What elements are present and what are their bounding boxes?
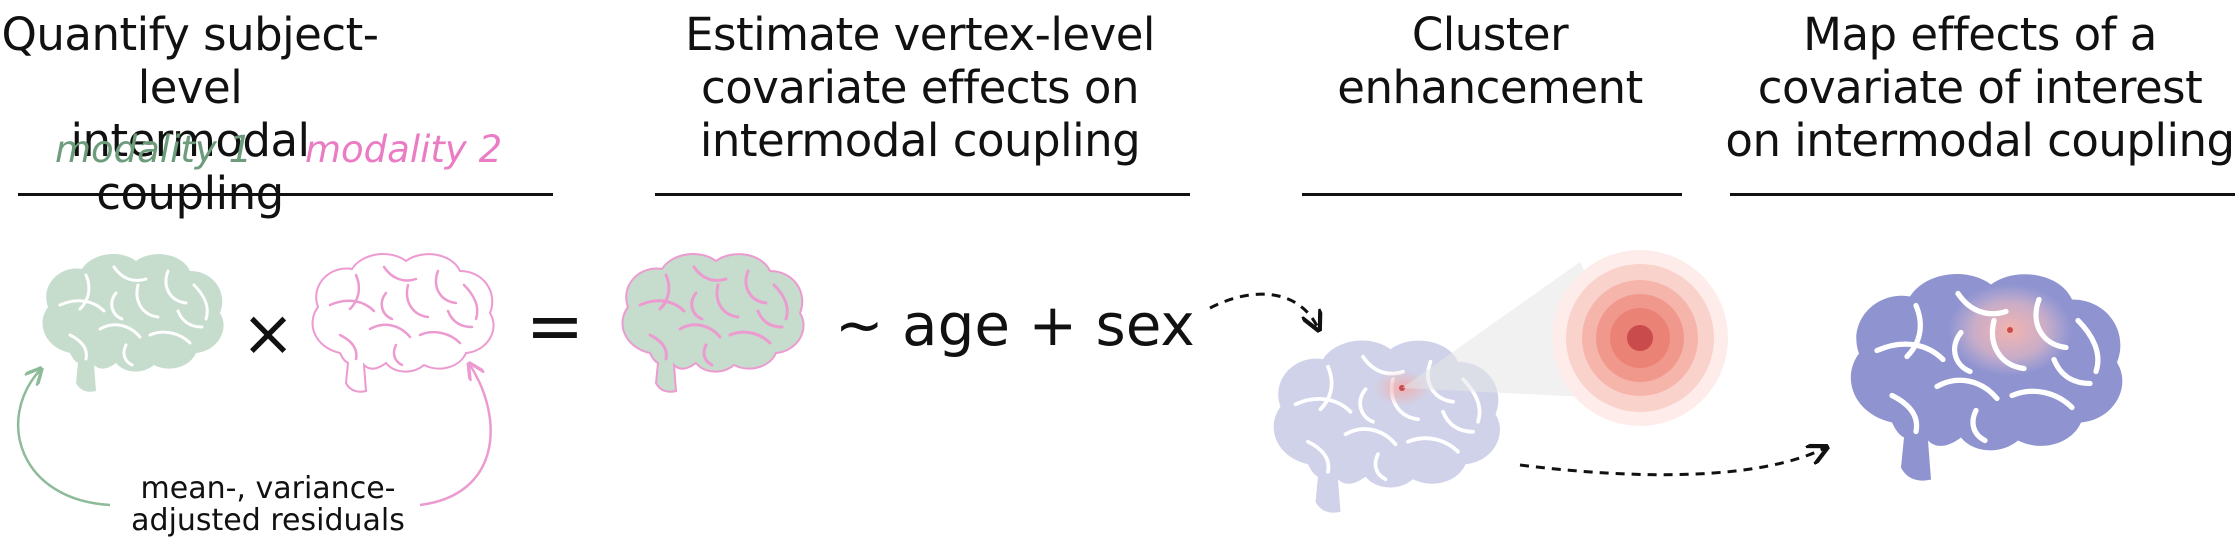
heading-line: intermodal coupling: [699, 114, 1141, 167]
modality-1-label: modality 1: [55, 128, 253, 171]
effect-map-dot: [2007, 327, 2013, 333]
brain-modality-1: [42, 254, 224, 392]
modality-2-label: modality 2: [305, 128, 503, 171]
heading-line: Estimate vertex-level: [685, 8, 1155, 61]
heading-line: Map effects of a: [1803, 8, 2157, 61]
brain-modality-2: [311, 253, 495, 393]
brain-effect-map: [1850, 274, 2123, 481]
cluster-zoom-target: [1552, 250, 1728, 426]
heading-line: covariate of interest: [1757, 61, 2203, 114]
target-center: [1627, 325, 1653, 351]
heading-estimate-effects: Estimate vertex-level covariate effects …: [650, 8, 1190, 167]
residuals-note-line-2: adjusted residuals: [131, 503, 405, 538]
model-formula: ~ age + sex: [835, 291, 1195, 359]
residual-arrow-pink: [419, 365, 492, 507]
equals-operator: =: [526, 285, 585, 367]
heading-map-effects: Map effects of a covariate of interest o…: [1725, 8, 2235, 167]
residuals-note-line-1: mean-, variance-: [141, 471, 396, 506]
heading-rule: [1302, 193, 1682, 196]
heading-cluster-enhancement: Cluster enhancement: [1300, 8, 1680, 114]
heading-quantify-coupling: Quantify subject-level intermodal coupli…: [0, 8, 380, 220]
residual-arrow-green: [16, 370, 111, 507]
heading-line: intermodal coupling: [70, 114, 310, 220]
heading-line: enhancement: [1337, 61, 1643, 114]
flow-arrow-to-map: [1519, 448, 1825, 477]
heading-line: on intermodal coupling: [1725, 114, 2235, 167]
heading-line: Cluster: [1411, 8, 1569, 61]
brain-coupling: [621, 253, 805, 393]
heading-line: covariate effects on: [701, 61, 1139, 114]
heading-rule: [18, 193, 553, 196]
heading-rule: [655, 193, 1190, 196]
heading-line: Quantify subject-level: [1, 8, 379, 114]
flow-arrow-to-cluster: [1209, 292, 1318, 328]
heading-rule: [1730, 193, 2235, 196]
times-operator: ×: [241, 297, 295, 371]
